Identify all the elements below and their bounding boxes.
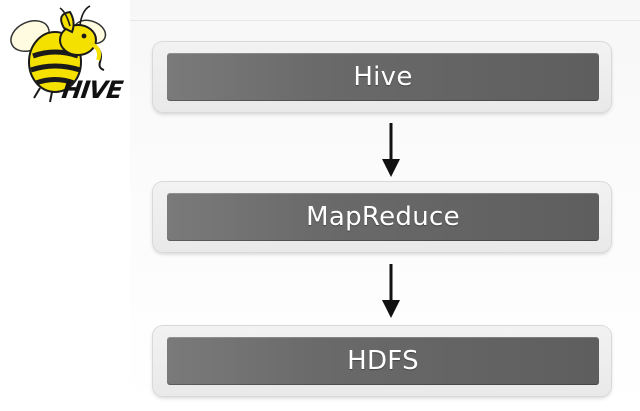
layer-label-hdfs: HDFS xyxy=(347,346,419,376)
arrow-down-icon xyxy=(382,123,400,177)
layer-frame-hdfs: HDFS xyxy=(153,326,611,396)
layer-frame-hive: Hive xyxy=(153,42,611,112)
layer-label-mapreduce: MapReduce xyxy=(306,202,460,232)
hive-bee-elephant-icon xyxy=(10,5,107,103)
layer-box-hive: Hive xyxy=(167,53,599,101)
arrow-down-icon xyxy=(382,264,400,318)
layer-box-mapreduce: MapReduce xyxy=(167,193,599,241)
layer-frame-mapreduce: MapReduce xyxy=(153,182,611,252)
layer-box-hdfs: HDFS xyxy=(167,337,599,385)
hive-logo: HIVE xyxy=(0,0,130,108)
logo-wordmark: HIVE xyxy=(60,76,124,104)
layer-label-hive: Hive xyxy=(353,62,413,92)
panel-divider xyxy=(130,20,640,21)
